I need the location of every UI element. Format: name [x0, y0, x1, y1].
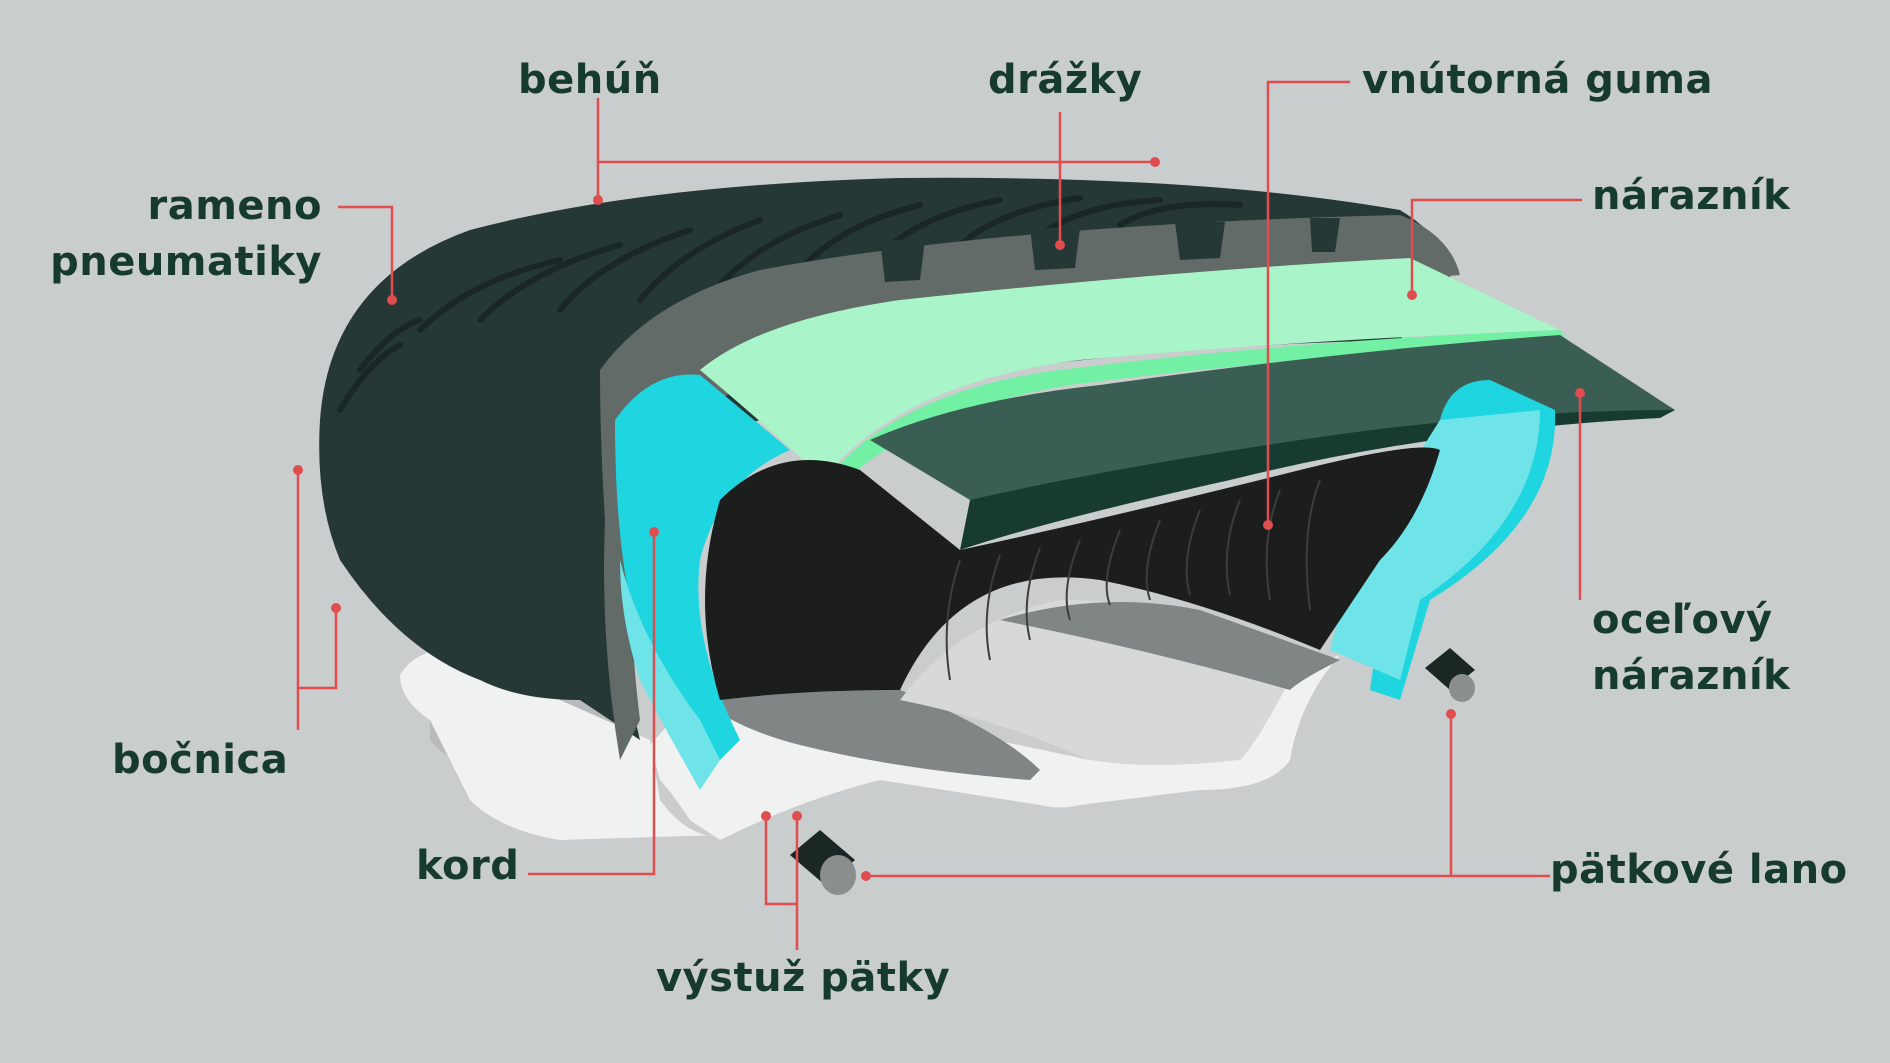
label-vystuz-patky: výstuž pätky [656, 955, 951, 1001]
label-bocnica: bočnica [112, 737, 289, 783]
leader-rameno [338, 205, 394, 300]
label-vnutorna-guma: vnútorná guma [1362, 57, 1714, 103]
belt-light-green [700, 258, 1560, 480]
steel-belt [870, 335, 1675, 500]
steel-belt-edge [960, 410, 1675, 550]
leader-patkove-lano [866, 714, 1550, 878]
label-naraznik: nárazník [1592, 173, 1791, 219]
rim-inner-gray [700, 686, 1040, 780]
tread-grooves [880, 218, 1340, 282]
label-drazky: drážky [988, 57, 1143, 103]
tread-pattern [337, 195, 1243, 413]
label-rameno-line2: pneumatiky [50, 239, 322, 285]
bead-wire-right [1425, 648, 1475, 702]
rim-flange-left [400, 647, 720, 840]
label-kord: kord [416, 843, 520, 889]
leader-vystuz [764, 816, 799, 950]
label-rameno-line1: rameno [147, 183, 322, 229]
cord-layer-right-light [1330, 410, 1540, 680]
rim-inner-mid [1000, 602, 1340, 690]
inner-liner [705, 447, 1440, 700]
cord-layer-light [620, 560, 720, 790]
label-ocelovy-line1: oceľový [1592, 597, 1773, 643]
leader-kord [528, 532, 656, 876]
label-ocelovy-line2: nárazník [1592, 653, 1791, 699]
leader-lines [296, 80, 1582, 950]
leader-vnutorna-guma [1266, 80, 1350, 525]
bead-wire-left [790, 830, 856, 895]
leader-bocnica [296, 470, 338, 730]
leader-naraznik [1410, 198, 1582, 295]
leader-dots [293, 157, 1585, 881]
label-patkove-lano: pätkové lano [1550, 847, 1848, 893]
inner-liner-ribs [945, 479, 1321, 681]
label-behun: behúň [518, 57, 662, 103]
